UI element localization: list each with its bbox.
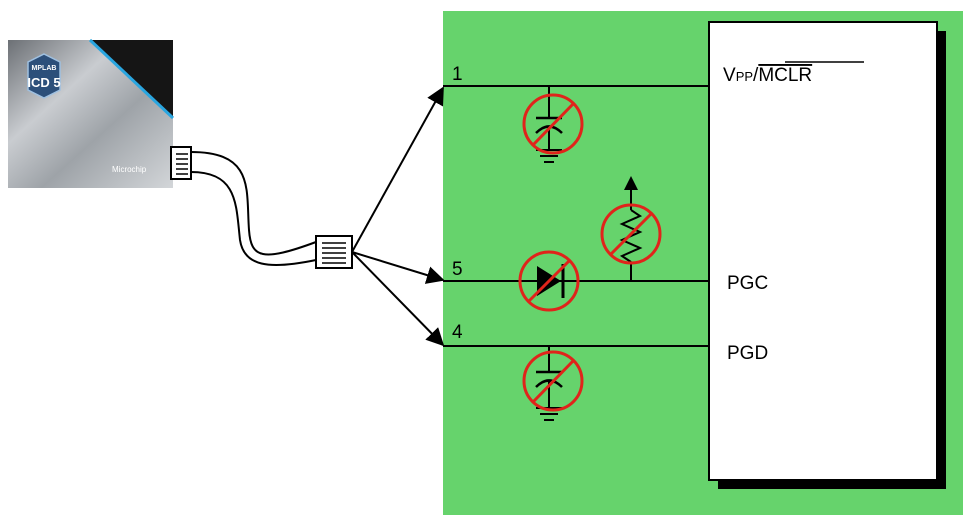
svg-text:ICD 5: ICD 5 <box>27 75 60 90</box>
pgc-label: PGC <box>727 273 768 294</box>
programming-cable <box>191 152 316 265</box>
pin1-number: 1 <box>452 64 463 85</box>
svg-text:MPLAB: MPLAB <box>32 65 57 72</box>
pgd-label: PGD <box>727 343 768 364</box>
cable-end-connector <box>316 236 352 268</box>
arrow-to-pin1 <box>352 88 443 252</box>
vpp-mclr-label: VPP/MCLR <box>723 65 812 86</box>
icd5-logo: MPLAB ICD 5 <box>27 54 60 98</box>
debugger-connector <box>171 147 191 179</box>
microcontroller-chip <box>709 22 937 480</box>
pin5-number: 5 <box>452 259 463 280</box>
pin4-number: 4 <box>452 322 463 343</box>
microchip-brand: Microchip <box>112 165 147 174</box>
icd5-debugger: MPLAB ICD 5 Microchip <box>8 40 173 188</box>
